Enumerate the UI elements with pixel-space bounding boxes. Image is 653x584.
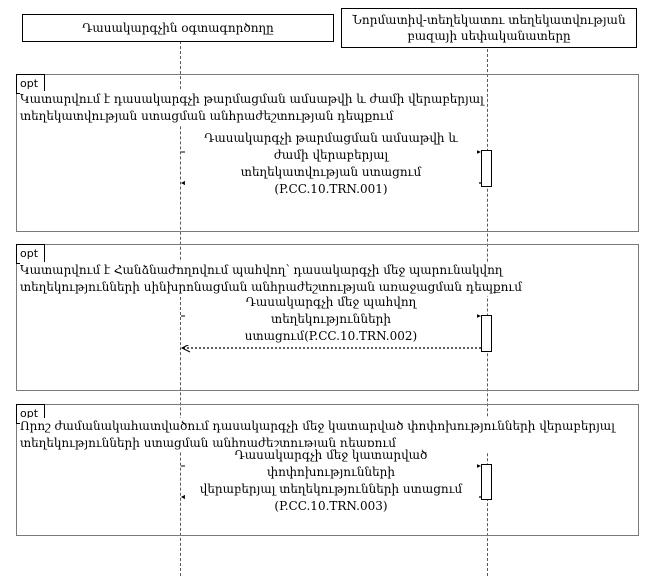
guard-condition-1: Կատարվում է դասակարգչի թարմացման ամսաթվի… xyxy=(20,91,484,125)
message-line: տեղեկատվության ստացում (P.CC.10.TRN.001) xyxy=(240,165,422,196)
guard-line: Որոշ ժամանակահատվածում դասակարգչի մեջ կա… xyxy=(20,419,615,433)
participant-label: Դասակարգչին օգտագործողը xyxy=(82,21,274,35)
message-label-2: Դասակարգչի մեջ պահվող տեղեկությունների ս… xyxy=(185,294,477,345)
guard-line: տեղեկությունների սինխրոնացման անհրաժեշտո… xyxy=(20,280,522,294)
message-line: վերաբերյալ տեղեկությունների ստացում (P.C… xyxy=(199,482,463,513)
participant-classifier-user: Դասակարգչին օգտագործողը xyxy=(22,14,334,42)
guard-condition-2: Կատարվում է Հանձնաժողովում պահվող՝ դասակ… xyxy=(20,262,522,296)
opt-fragment-2: opt xyxy=(16,244,639,391)
lifeline-nsi-owner xyxy=(487,49,488,576)
message-line: Դասակարգչի մեջ կատարված փոփոխությունների xyxy=(234,448,428,479)
opt-operator-label: opt xyxy=(16,244,46,264)
activation-bar-2 xyxy=(481,315,492,352)
participant-nsi-owner: Նորմատիվ-տեղեկատու տեղեկատվության բազայի… xyxy=(341,8,637,48)
guard-condition-3: Որոշ ժամանակահատվածում դասակարգչի մեջ կա… xyxy=(20,418,615,452)
message-line: ստացում(P.CC.10.TRN.002) xyxy=(244,329,418,343)
lifeline-classifier-user xyxy=(180,41,181,576)
message-line: Դասակարգչի թարմացման ամսաթվի և ժամի վերա… xyxy=(204,131,458,162)
return-arrow xyxy=(180,343,481,353)
guard-line: տեղեկատվության ստացման անհրաժեշտության դ… xyxy=(20,109,394,123)
message-line: Դասակարգչի մեջ պահվող տեղեկությունների xyxy=(245,295,417,326)
participant-label: Նորմատիվ-տեղեկատու տեղեկատվության բազայի… xyxy=(352,13,626,43)
guard-line: Կատարվում է դասակարգչի թարմացման ամսաթվի… xyxy=(20,92,484,106)
guard-line: Կատարվում է Հանձնաժողովում պահվող՝ դասակ… xyxy=(20,263,503,277)
message-label-3: Դասակարգչի մեջ կատարված փոփոխությունների… xyxy=(185,447,477,515)
message-label-1: Դասակարգչի թարմացման ամսաթվի և ժամի վերա… xyxy=(185,130,477,198)
activation-bar-3 xyxy=(481,464,492,500)
activation-bar-1 xyxy=(481,150,492,187)
guard-line: տեղեկությունների ստացման անհրաժեշտության… xyxy=(20,436,397,450)
